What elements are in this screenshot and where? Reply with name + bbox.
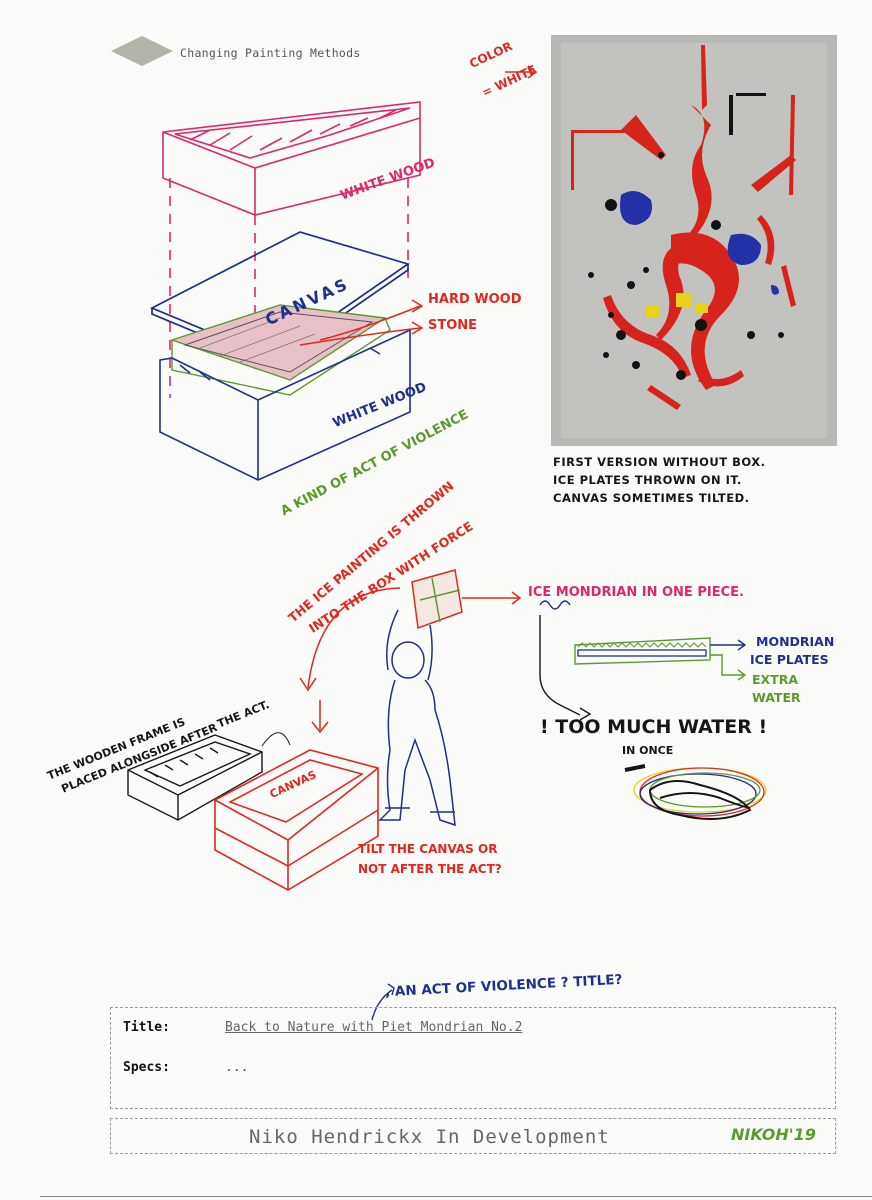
bottom-box-drawing	[159, 328, 411, 481]
photo-caption-line3: CANVAS SOMETIMES TILTED.	[553, 491, 750, 505]
tilt-note-line2: NOT AFTER THE ACT?	[358, 862, 502, 876]
ice-mondrian-label: ICE MONDRIAN IN ONE PIECE.	[528, 585, 744, 600]
stone-label: STONE	[428, 318, 478, 333]
color-label: COLOR	[467, 39, 515, 71]
mondrian-plates-label-1: MONDRIAN	[756, 634, 835, 649]
footer-text: Niko Hendrickx In Development	[249, 1126, 610, 1148]
in-once-label: IN ONCE	[622, 744, 674, 757]
photo-caption-line1: FIRST VERSION WITHOUT BOX.	[553, 455, 766, 469]
page-title: Changing Painting Methods	[180, 46, 361, 60]
mondrian-plates-label-2: ICE PLATES	[750, 652, 829, 667]
top-frame-drawing	[162, 101, 421, 398]
photo-caption-line2: ICE PLATES THROWN ON IT.	[553, 473, 742, 487]
extra-water-label-2: WATER	[752, 690, 801, 705]
tilt-note-line1: TILT THE CANVAS OR	[358, 842, 498, 856]
water-scribble	[624, 764, 767, 820]
white-wood-bottom-label: WHITE WOOD	[330, 379, 429, 432]
specs-label: Specs:	[123, 1060, 170, 1075]
canvas-box-drawing	[214, 749, 379, 891]
title-value: Back to Nature with Piet Mondrian No.2	[225, 1020, 523, 1035]
too-much-water-label: ! TOO MUCH WATER !	[540, 716, 768, 738]
thrower-figure	[378, 569, 463, 827]
violence-note: A KIND OF ACT OF VIOLENCE	[278, 407, 471, 520]
white-wood-top-label: WHITE WOOD	[338, 155, 438, 204]
frame-note-line3: THE ACT.	[215, 697, 272, 731]
specs-value: ...	[225, 1060, 249, 1075]
hard-wood-label: HARD WOOD	[428, 292, 522, 307]
first-version-photo	[551, 35, 837, 446]
page-bottom-rule	[40, 1196, 872, 1197]
artwork-info-box: Title: Back to Nature with Piet Mondrian…	[110, 1007, 836, 1109]
ice-plates-section	[539, 600, 747, 721]
act-title-note: , AN ACT OF VIOLENCE ? TITLE?	[384, 971, 623, 1001]
footer-box: Niko Hendrickx In Development NIKOH'19	[110, 1118, 836, 1154]
white-label: = WHITE	[479, 62, 539, 100]
title-label: Title:	[123, 1020, 170, 1035]
header-diamond-icon	[111, 36, 173, 66]
stone-layer-drawing	[169, 304, 391, 396]
extra-water-label-1: EXTRA	[752, 672, 799, 687]
wooden-frame-drawing	[127, 732, 291, 821]
canvas-box-label: CANVAS	[267, 768, 319, 801]
signature: NIKOH'19	[731, 1125, 816, 1144]
